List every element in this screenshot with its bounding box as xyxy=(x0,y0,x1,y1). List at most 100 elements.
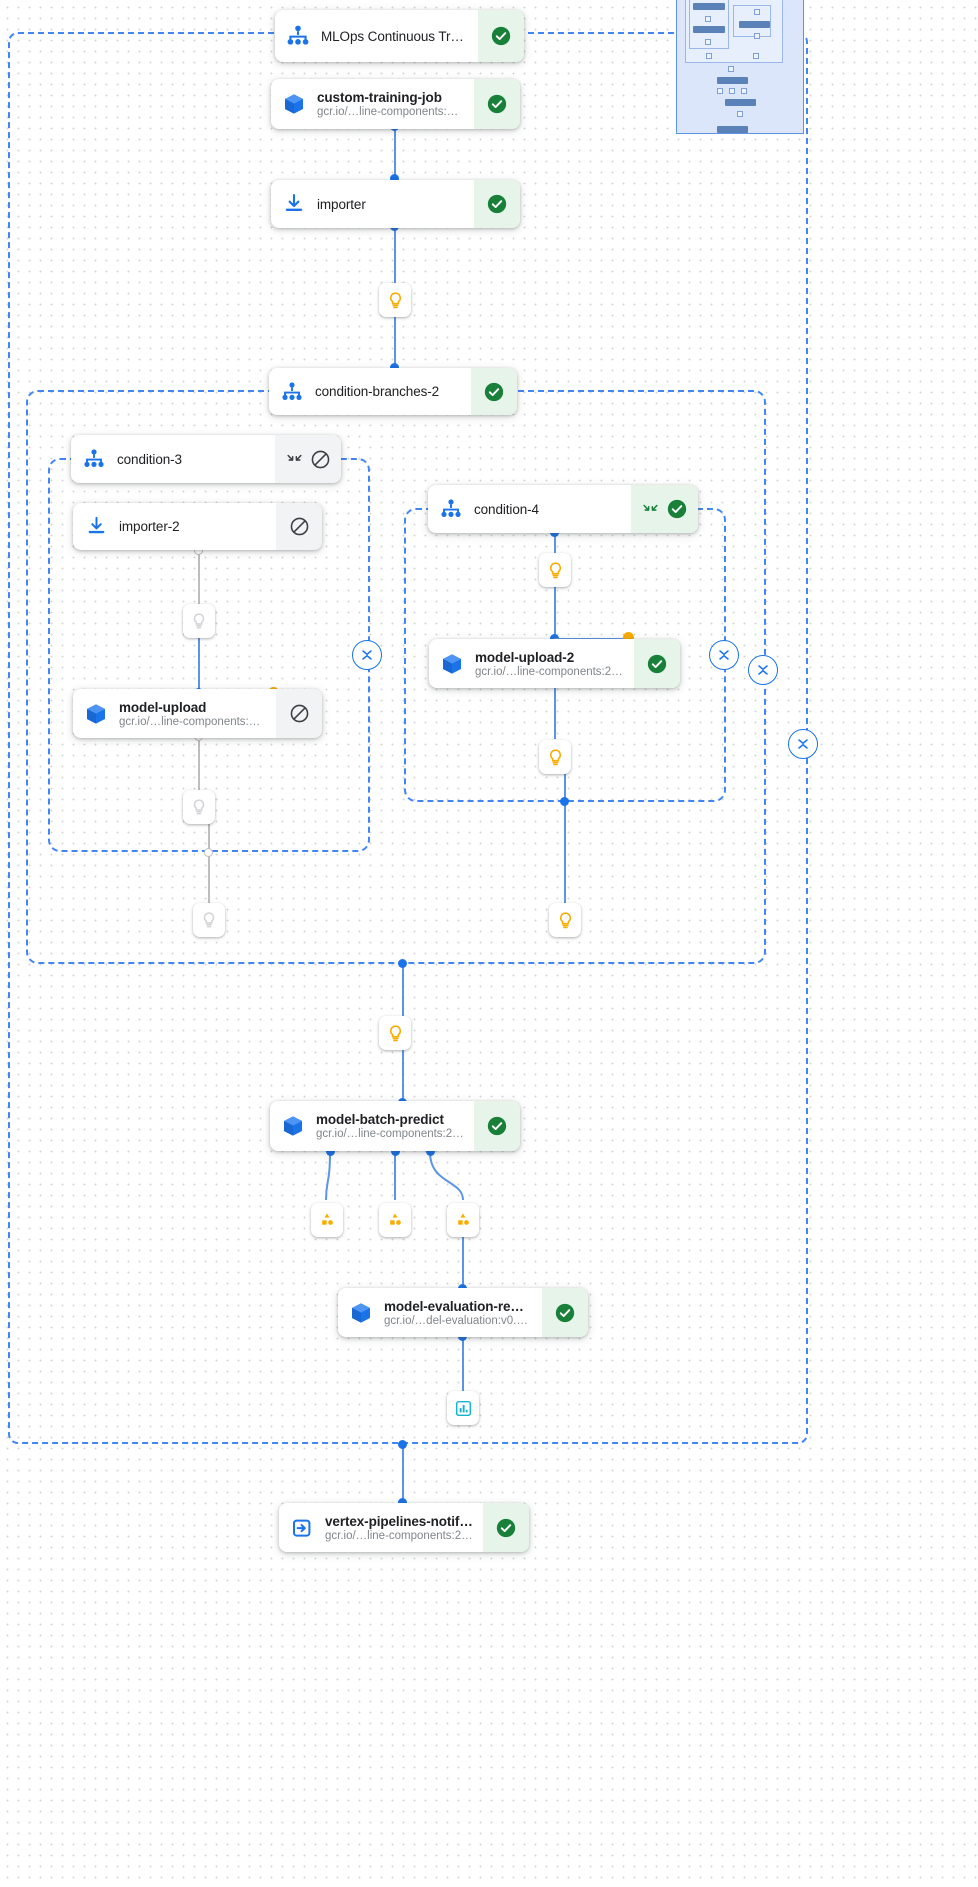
edge-model-upload2-to-param xyxy=(554,687,556,739)
check-circle-icon xyxy=(667,499,687,519)
edge-group-exit-to-param xyxy=(402,963,404,1017)
node-text: MLOps Continuous Traini… xyxy=(321,10,478,62)
node-model-upload[interactable]: model-upload gcr.io/…line-components:2.6… xyxy=(73,689,322,738)
status-badge[interactable] xyxy=(631,485,698,533)
metrics-chip-1[interactable] xyxy=(447,1391,479,1425)
collapse-condition-branches-2-button[interactable] xyxy=(748,655,778,685)
node-title: condition-3 xyxy=(117,451,182,467)
dag-root-icon xyxy=(275,10,321,62)
container-cube-icon xyxy=(73,689,119,738)
artifact-chip-3[interactable] xyxy=(447,1203,479,1237)
check-circle-icon xyxy=(555,1303,575,1322)
node-model-evaluation-regression[interactable]: model-evaluation-regres… gcr.io/…del-eva… xyxy=(338,1288,588,1337)
edge-model-evaluation-to-metrics xyxy=(462,1336,464,1392)
chevrons-collapse-icon xyxy=(719,650,729,660)
check-circle-icon xyxy=(487,1116,507,1136)
artifact-port xyxy=(623,632,634,643)
node-model-batch-predict[interactable]: model-batch-predict gcr.io/…line-compone… xyxy=(270,1101,520,1151)
node-custom-training-job[interactable]: custom-training-job gcr.io/…line-compone… xyxy=(271,79,520,129)
chevrons-collapse-icon xyxy=(362,650,372,660)
node-title: importer xyxy=(317,196,366,212)
node-text: vertex-pipelines-notificat… gcr.io/…line… xyxy=(325,1503,483,1552)
node-text: model-upload gcr.io/…line-components:2.6… xyxy=(119,689,276,738)
node-title: MLOps Continuous Traini… xyxy=(321,28,468,44)
container-cube-icon xyxy=(429,639,475,688)
enter-subdag-icon xyxy=(643,504,658,511)
minimap-node xyxy=(725,99,756,106)
check-circle-icon xyxy=(647,654,667,673)
node-subtitle: gcr.io/…line-components:2.6.0 xyxy=(325,1529,473,1542)
check-circle-icon xyxy=(487,194,507,214)
node-mlops-continuous-training[interactable]: MLOps Continuous Traini… xyxy=(275,10,524,62)
collapse-root-button[interactable] xyxy=(788,729,818,759)
edge-port xyxy=(398,1498,407,1507)
dag-root-icon xyxy=(428,485,474,533)
status-badge xyxy=(483,1503,529,1552)
edge-port xyxy=(326,1147,335,1156)
edge-port xyxy=(426,1147,435,1156)
edge-port xyxy=(560,797,569,806)
node-subtitle: gcr.io/…line-components:2.6.0 xyxy=(316,1128,464,1140)
edge-param-to-group-exit xyxy=(208,824,210,904)
node-model-upload-2[interactable]: model-upload-2 gcr.io/…line-components:2… xyxy=(429,639,680,688)
node-title: model-batch-predict xyxy=(316,1112,444,1127)
node-vertex-pipelines-notification[interactable]: vertex-pipelines-notificat… gcr.io/…line… xyxy=(279,1503,529,1552)
status-badge xyxy=(471,368,517,415)
edge-port xyxy=(390,174,399,183)
edge-param-to-model-batch-predict xyxy=(402,1050,404,1106)
status-badge xyxy=(474,180,520,228)
lightbulb-icon xyxy=(193,799,205,815)
lightbulb-icon xyxy=(203,912,215,928)
node-subtitle: gcr.io/…del-evaluation:v0.9.3 xyxy=(384,1314,532,1327)
node-title: custom-training-job xyxy=(317,90,442,105)
node-subtitle: gcr.io/…line-components:2.6.0 xyxy=(475,665,624,678)
minimap-node xyxy=(693,3,725,10)
minimap-node xyxy=(754,9,760,15)
node-importer-2[interactable]: importer-2 xyxy=(73,503,322,550)
chevrons-collapse-icon xyxy=(758,665,768,675)
lightbulb-icon xyxy=(549,561,561,578)
graph-minimap[interactable] xyxy=(676,0,804,134)
edge-param-to-condition-branches xyxy=(394,316,396,370)
artifact-chip-1[interactable] xyxy=(311,1203,343,1237)
collapse-condition-4-button[interactable] xyxy=(709,640,739,670)
collapse-condition-3-button[interactable] xyxy=(352,640,382,670)
edge-artifact-to-model-evaluation xyxy=(462,1236,464,1292)
param-chip-5[interactable] xyxy=(539,553,571,587)
status-badge[interactable] xyxy=(275,435,341,483)
edge-custom-training-to-importer xyxy=(394,126,396,184)
node-condition-4[interactable]: condition-4 xyxy=(428,485,698,533)
node-importer[interactable]: importer xyxy=(271,180,520,228)
container-cube-icon xyxy=(270,1101,316,1151)
artifact-shapes-icon xyxy=(390,1213,401,1225)
edge-port xyxy=(398,959,407,968)
minimap-node xyxy=(705,16,711,22)
container-cube-icon xyxy=(338,1288,384,1337)
param-chip-7[interactable] xyxy=(549,903,581,937)
node-text: importer-2 xyxy=(119,503,276,550)
artifact-shapes-icon xyxy=(458,1213,469,1225)
param-chip-6[interactable] xyxy=(539,740,571,774)
param-chip-3[interactable] xyxy=(183,790,215,824)
node-title: model-upload-2 xyxy=(475,649,575,665)
node-condition-3[interactable]: condition-3 xyxy=(71,435,341,483)
status-badge xyxy=(634,639,680,688)
check-circle-icon xyxy=(496,1518,516,1537)
param-chip-2[interactable] xyxy=(183,604,215,638)
param-chip-4[interactable] xyxy=(193,903,225,937)
edge-port xyxy=(204,848,213,857)
artifact-chip-2[interactable] xyxy=(379,1203,411,1237)
edge-batch-predict-fanout xyxy=(325,1151,464,1201)
edge-port xyxy=(398,1440,407,1449)
status-badge xyxy=(276,689,322,738)
node-title: vertex-pipelines-notificat… xyxy=(325,1513,473,1529)
node-text: model-batch-predict gcr.io/…line-compone… xyxy=(316,1101,474,1151)
lightbulb-icon xyxy=(389,291,401,308)
status-badge xyxy=(542,1288,588,1337)
minimap-node xyxy=(717,126,748,133)
node-text: model-evaluation-regres… gcr.io/…del-eva… xyxy=(384,1288,542,1337)
param-chip-8[interactable] xyxy=(379,1016,411,1050)
node-condition-branches-2[interactable]: condition-branches-2 xyxy=(269,368,517,415)
param-chip-1[interactable] xyxy=(379,283,411,317)
